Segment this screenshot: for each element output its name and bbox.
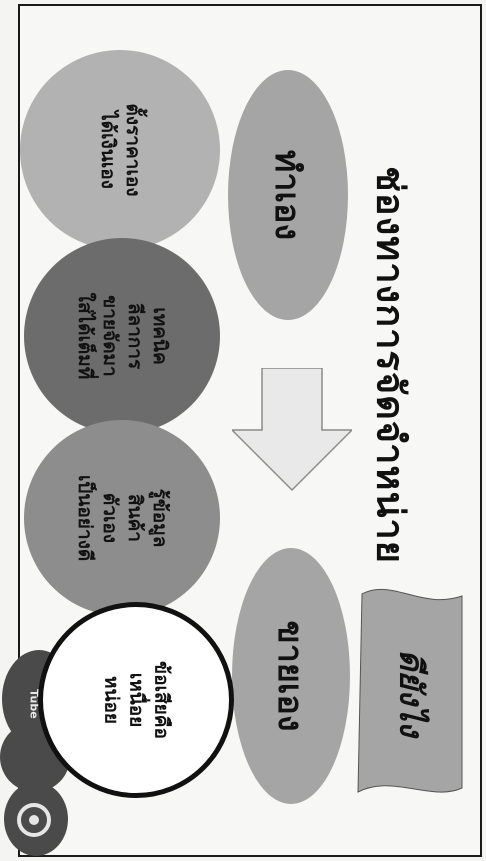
circle-product-knowledge-text: รู้ข้อมูล สินค้า ตัวเอง เป็นอย่างดี <box>74 474 171 562</box>
wave-banner-shape <box>357 588 463 793</box>
self-made-label: ทำเอง <box>267 149 307 241</box>
self-sell-oval: ขายเอง <box>232 548 350 804</box>
advantage-banner-text: ดียังไง <box>392 649 431 737</box>
slide-title-text: ช่องทางการจัดจำหน่าย <box>368 165 413 565</box>
circle-product-knowledge: รู้ข้อมูล สินค้า ตัวเอง เป็นอย่างดี <box>24 420 220 616</box>
circle-disadvantage-text: ข้อเสียคือ เหนื่อย หน่อย <box>100 661 173 739</box>
circle-price-text: ตั้งราคาเอง ได้เงินเอง <box>97 103 144 197</box>
circle-price: ตั้งราคาเอง ได้เงินเอง <box>20 50 220 250</box>
down-arrow-icon <box>232 368 352 492</box>
circle-sales-technique: เทคนิค ลีลาการ ขายจัดมา ใส่ได้เต็มที่ <box>24 238 220 434</box>
self-sell-label: ขายเอง <box>270 620 310 732</box>
self-made-oval: ทำเอง <box>228 70 348 320</box>
circle-sales-technique-text: เทคนิค ลีลาการ ขายจัดมา ใส่ได้เต็มที่ <box>74 292 171 380</box>
advantage-banner: ดียังไง <box>352 588 470 798</box>
circle-disadvantage: ข้อเสียคือ เหนื่อย หน่อย <box>38 602 234 798</box>
logo-circle-icon <box>17 803 51 837</box>
